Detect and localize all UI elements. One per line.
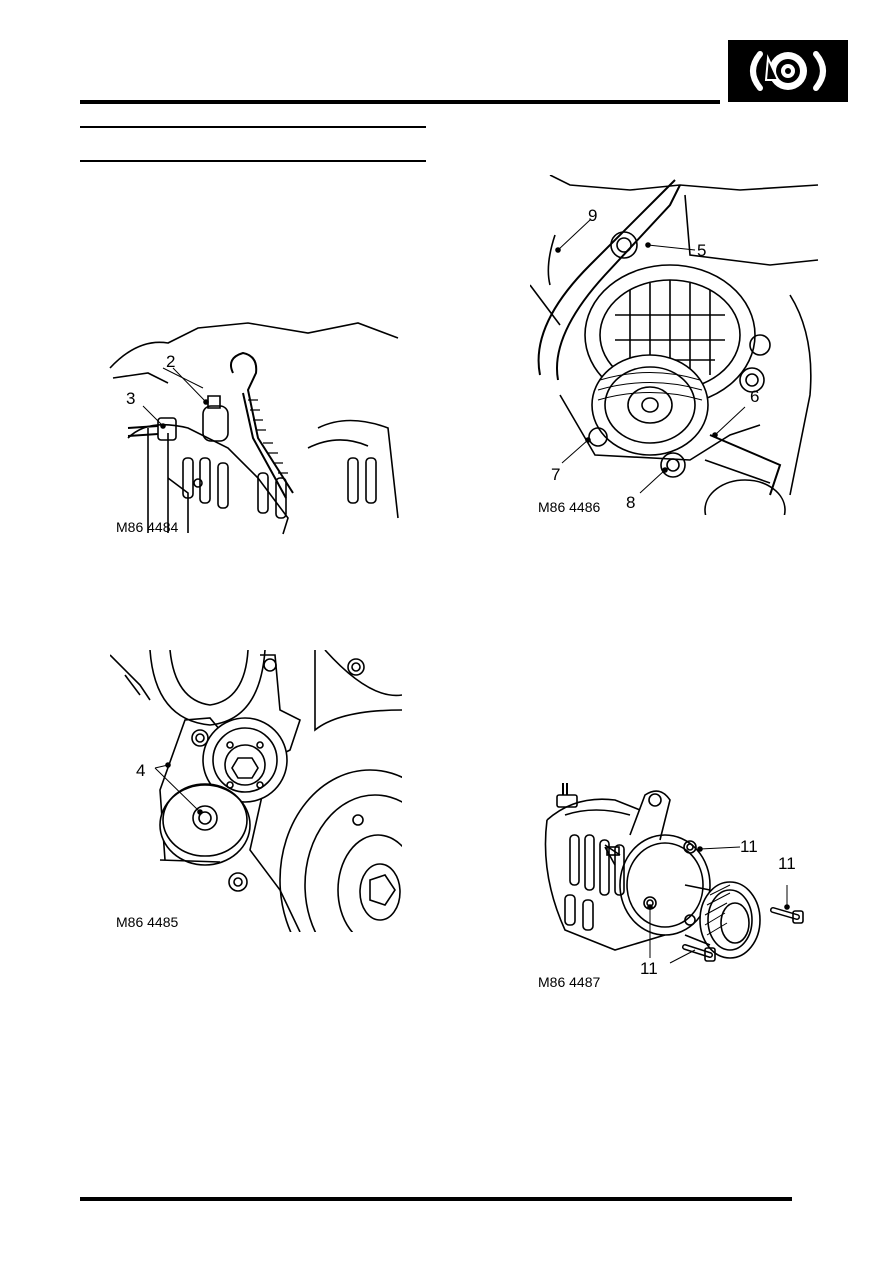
figure-caption: M86 4485 bbox=[116, 914, 179, 930]
figure-caption: M86 4484 bbox=[116, 519, 179, 535]
footer-rule bbox=[80, 1197, 792, 1201]
callout-4: 4 bbox=[136, 761, 146, 780]
section-icon-box bbox=[728, 40, 848, 102]
callout-11: 11 bbox=[778, 854, 796, 873]
callout-11: 11 bbox=[640, 959, 658, 978]
figure-m86-4486 bbox=[530, 175, 820, 515]
figure-m86-4484 bbox=[108, 318, 403, 536]
callout-9: 9 bbox=[588, 206, 598, 225]
callout-7: 7 bbox=[551, 465, 561, 484]
brake-disc-icon bbox=[750, 51, 826, 91]
callout-6: 6 bbox=[750, 387, 760, 406]
callout-8: 8 bbox=[626, 493, 636, 512]
callout-3: 3 bbox=[126, 389, 136, 408]
figure-m86-4485 bbox=[110, 650, 402, 932]
callout-11: 11 bbox=[740, 837, 758, 856]
callout-5: 5 bbox=[697, 241, 707, 260]
header-rule bbox=[80, 100, 720, 104]
section-rule-bottom bbox=[80, 160, 426, 162]
callout-2: 2 bbox=[166, 352, 176, 371]
figure-m86-4487 bbox=[535, 775, 810, 975]
section-rule-top bbox=[80, 126, 426, 128]
figure-caption: M86 4486 bbox=[538, 499, 601, 515]
figure-caption: M86 4487 bbox=[538, 974, 601, 990]
